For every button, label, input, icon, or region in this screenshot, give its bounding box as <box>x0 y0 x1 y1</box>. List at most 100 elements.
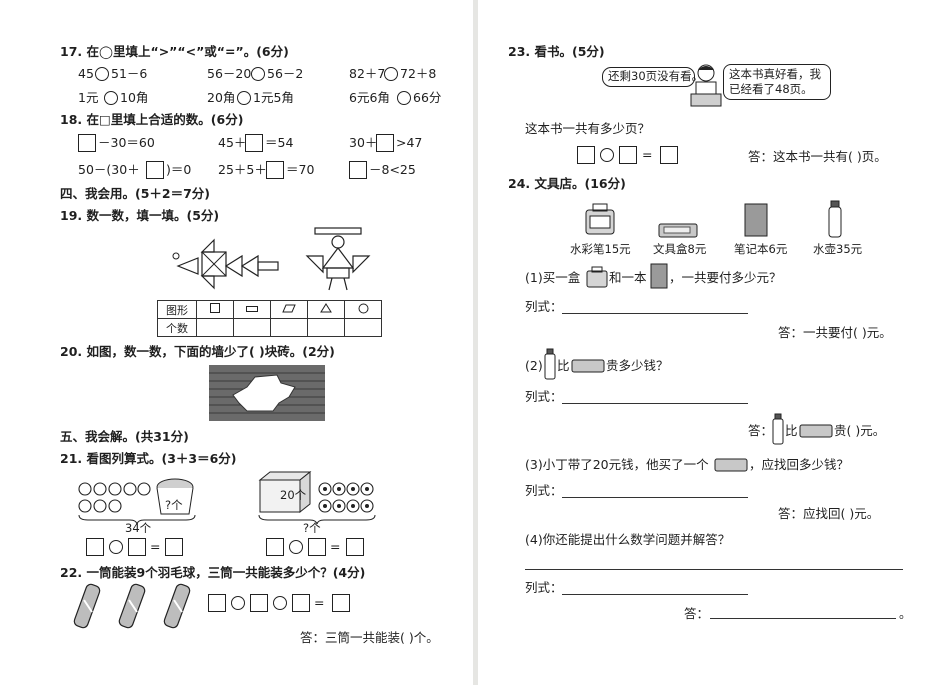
fish-shape-figure <box>172 238 279 290</box>
shape-count-table: 图形 个数 <box>157 300 382 337</box>
circle-shape-icon <box>344 300 382 319</box>
q22-answer: 答：三筒一共能装( )个。 <box>300 630 439 645</box>
q18-r1-c: ＝54 <box>265 135 294 150</box>
question-line[interactable] <box>525 569 903 570</box>
right-total-label: ?个 <box>303 521 321 535</box>
q24-title: 24. 文具店。(16分) <box>508 176 626 191</box>
equals-sign: = <box>314 595 325 610</box>
q22-title: 22. 一筒能装9个羽毛球，三筒一共能装多少个？(4分) <box>60 565 366 580</box>
answer-box[interactable] <box>346 538 364 556</box>
robot-shape-figure <box>305 227 371 291</box>
right-page: 23. 看书。(5分) 还剩30页没有看。 这本书真好看，我 已经看了48页。 … <box>478 0 950 685</box>
answer-box[interactable] <box>308 538 326 556</box>
formula-line[interactable] <box>562 403 748 404</box>
apples-icon <box>78 482 151 513</box>
rectangle-shape-icon <box>233 300 271 319</box>
compare-circle[interactable] <box>397 91 411 105</box>
answer-box[interactable] <box>376 134 394 152</box>
compare-circle[interactable] <box>104 91 118 105</box>
q18-r1-d: 30＋ <box>349 135 378 150</box>
answer-box[interactable] <box>146 161 164 179</box>
count-cell[interactable] <box>307 318 345 337</box>
count-cell[interactable] <box>233 318 271 337</box>
equals-sign: = <box>150 539 161 554</box>
compare-circle[interactable] <box>251 67 265 81</box>
paint-pen-set-icon <box>585 203 615 235</box>
bubble-right-line1: 这本书真好看，我 <box>729 67 821 81</box>
box-count-label: 20个 <box>280 488 307 502</box>
answer-box[interactable] <box>266 538 284 556</box>
count-cell[interactable] <box>270 318 308 337</box>
answer-box[interactable] <box>292 594 310 612</box>
answer-box[interactable] <box>128 538 146 556</box>
water-bottle-icon <box>772 413 784 445</box>
answer-box[interactable] <box>619 146 637 164</box>
q24-part4: (4)你还能提出什么数学问题并解答？ <box>525 532 731 547</box>
section-5-heading: 五、我会解。(共31分) <box>60 429 189 444</box>
pencil-box-icon <box>714 458 748 472</box>
compare-circle[interactable] <box>384 67 398 81</box>
brick-wall-image <box>209 365 325 421</box>
q24-answer-4: 答： <box>684 606 710 621</box>
q24-answer-2b: 比 <box>785 423 798 438</box>
water-bottle-icon <box>828 200 842 238</box>
period-mark: 。 <box>899 606 912 621</box>
answer-box[interactable] <box>349 161 367 179</box>
formula-line[interactable] <box>562 313 748 314</box>
q18-r1-a: －30＝60 <box>98 135 155 150</box>
fruit-basket-icon <box>156 478 194 515</box>
formula-label: 列式： <box>525 580 563 595</box>
answer-box[interactable] <box>165 538 183 556</box>
q17-r1-b: 51－6 <box>111 66 148 81</box>
operator-circle[interactable] <box>109 540 123 554</box>
q17-r2-e: 6元6角 <box>349 90 390 105</box>
box-icon <box>258 470 312 514</box>
count-cell[interactable] <box>196 318 234 337</box>
operator-circle[interactable] <box>289 540 303 554</box>
operator-circle[interactable] <box>273 596 287 610</box>
pencil-box-icon <box>658 223 698 238</box>
page-gutter <box>473 0 478 685</box>
answer-box[interactable] <box>208 594 226 612</box>
q24-part2-c: 贵多少钱？ <box>606 358 669 373</box>
q24-answer-2a: 答： <box>748 423 774 438</box>
q17-r2-a: 1元 <box>78 90 99 105</box>
operator-circle[interactable] <box>600 148 614 162</box>
answer-line[interactable] <box>710 618 896 619</box>
bubble-left-text: 还剩30页没有看。 <box>608 69 704 83</box>
answer-box[interactable] <box>332 594 350 612</box>
q18-title: 18. 在□里填上合适的数。(6分) <box>60 112 244 127</box>
q17-r1-f: 72＋8 <box>400 66 437 81</box>
price-label-notebook: 笔记本6元 <box>734 242 788 256</box>
answer-box[interactable] <box>266 161 284 179</box>
answer-box[interactable] <box>577 146 595 164</box>
answer-box[interactable] <box>245 134 263 152</box>
count-cell[interactable] <box>344 318 382 337</box>
q17-title: 17. 在◯里填上“>”“<”或“=”。(6分) <box>60 44 289 59</box>
operator-circle[interactable] <box>231 596 245 610</box>
section-4-heading: 四、我会用。(5＋2＝7分) <box>60 186 211 201</box>
q17-r2-f: 66分 <box>413 90 442 105</box>
q23-answer: 答：这本书一共有( )页。 <box>748 149 887 164</box>
q17-r2-d: 1元5角 <box>253 90 294 105</box>
shuttlecock-tubes-icon <box>73 583 191 629</box>
notebook-icon <box>650 263 668 289</box>
q24-answer-2c: 贵( )元。 <box>834 423 886 438</box>
q24-part1-a: (1)买一盒 <box>525 270 581 285</box>
q18-r2-b: )＝0 <box>166 162 192 177</box>
compare-circle[interactable] <box>237 91 251 105</box>
q24-part1-b: 和一本 <box>609 270 647 285</box>
q21-title: 21. 看图列算式。(3＋3＝6分) <box>60 451 237 466</box>
formula-line[interactable] <box>562 497 748 498</box>
compare-circle[interactable] <box>95 67 109 81</box>
pencil-box-icon <box>571 359 605 373</box>
q18-r2-a: 50－(30＋ <box>78 162 140 177</box>
q19-title: 19. 数一数，填一填。(5分) <box>60 208 220 223</box>
answer-box[interactable] <box>660 146 678 164</box>
answer-box[interactable] <box>250 594 268 612</box>
q18-r2-d: ＝70 <box>286 162 315 177</box>
answer-box[interactable] <box>86 538 104 556</box>
formula-line[interactable] <box>562 594 748 595</box>
q17-r1-e: 82＋7 <box>349 66 386 81</box>
answer-box[interactable] <box>78 134 96 152</box>
